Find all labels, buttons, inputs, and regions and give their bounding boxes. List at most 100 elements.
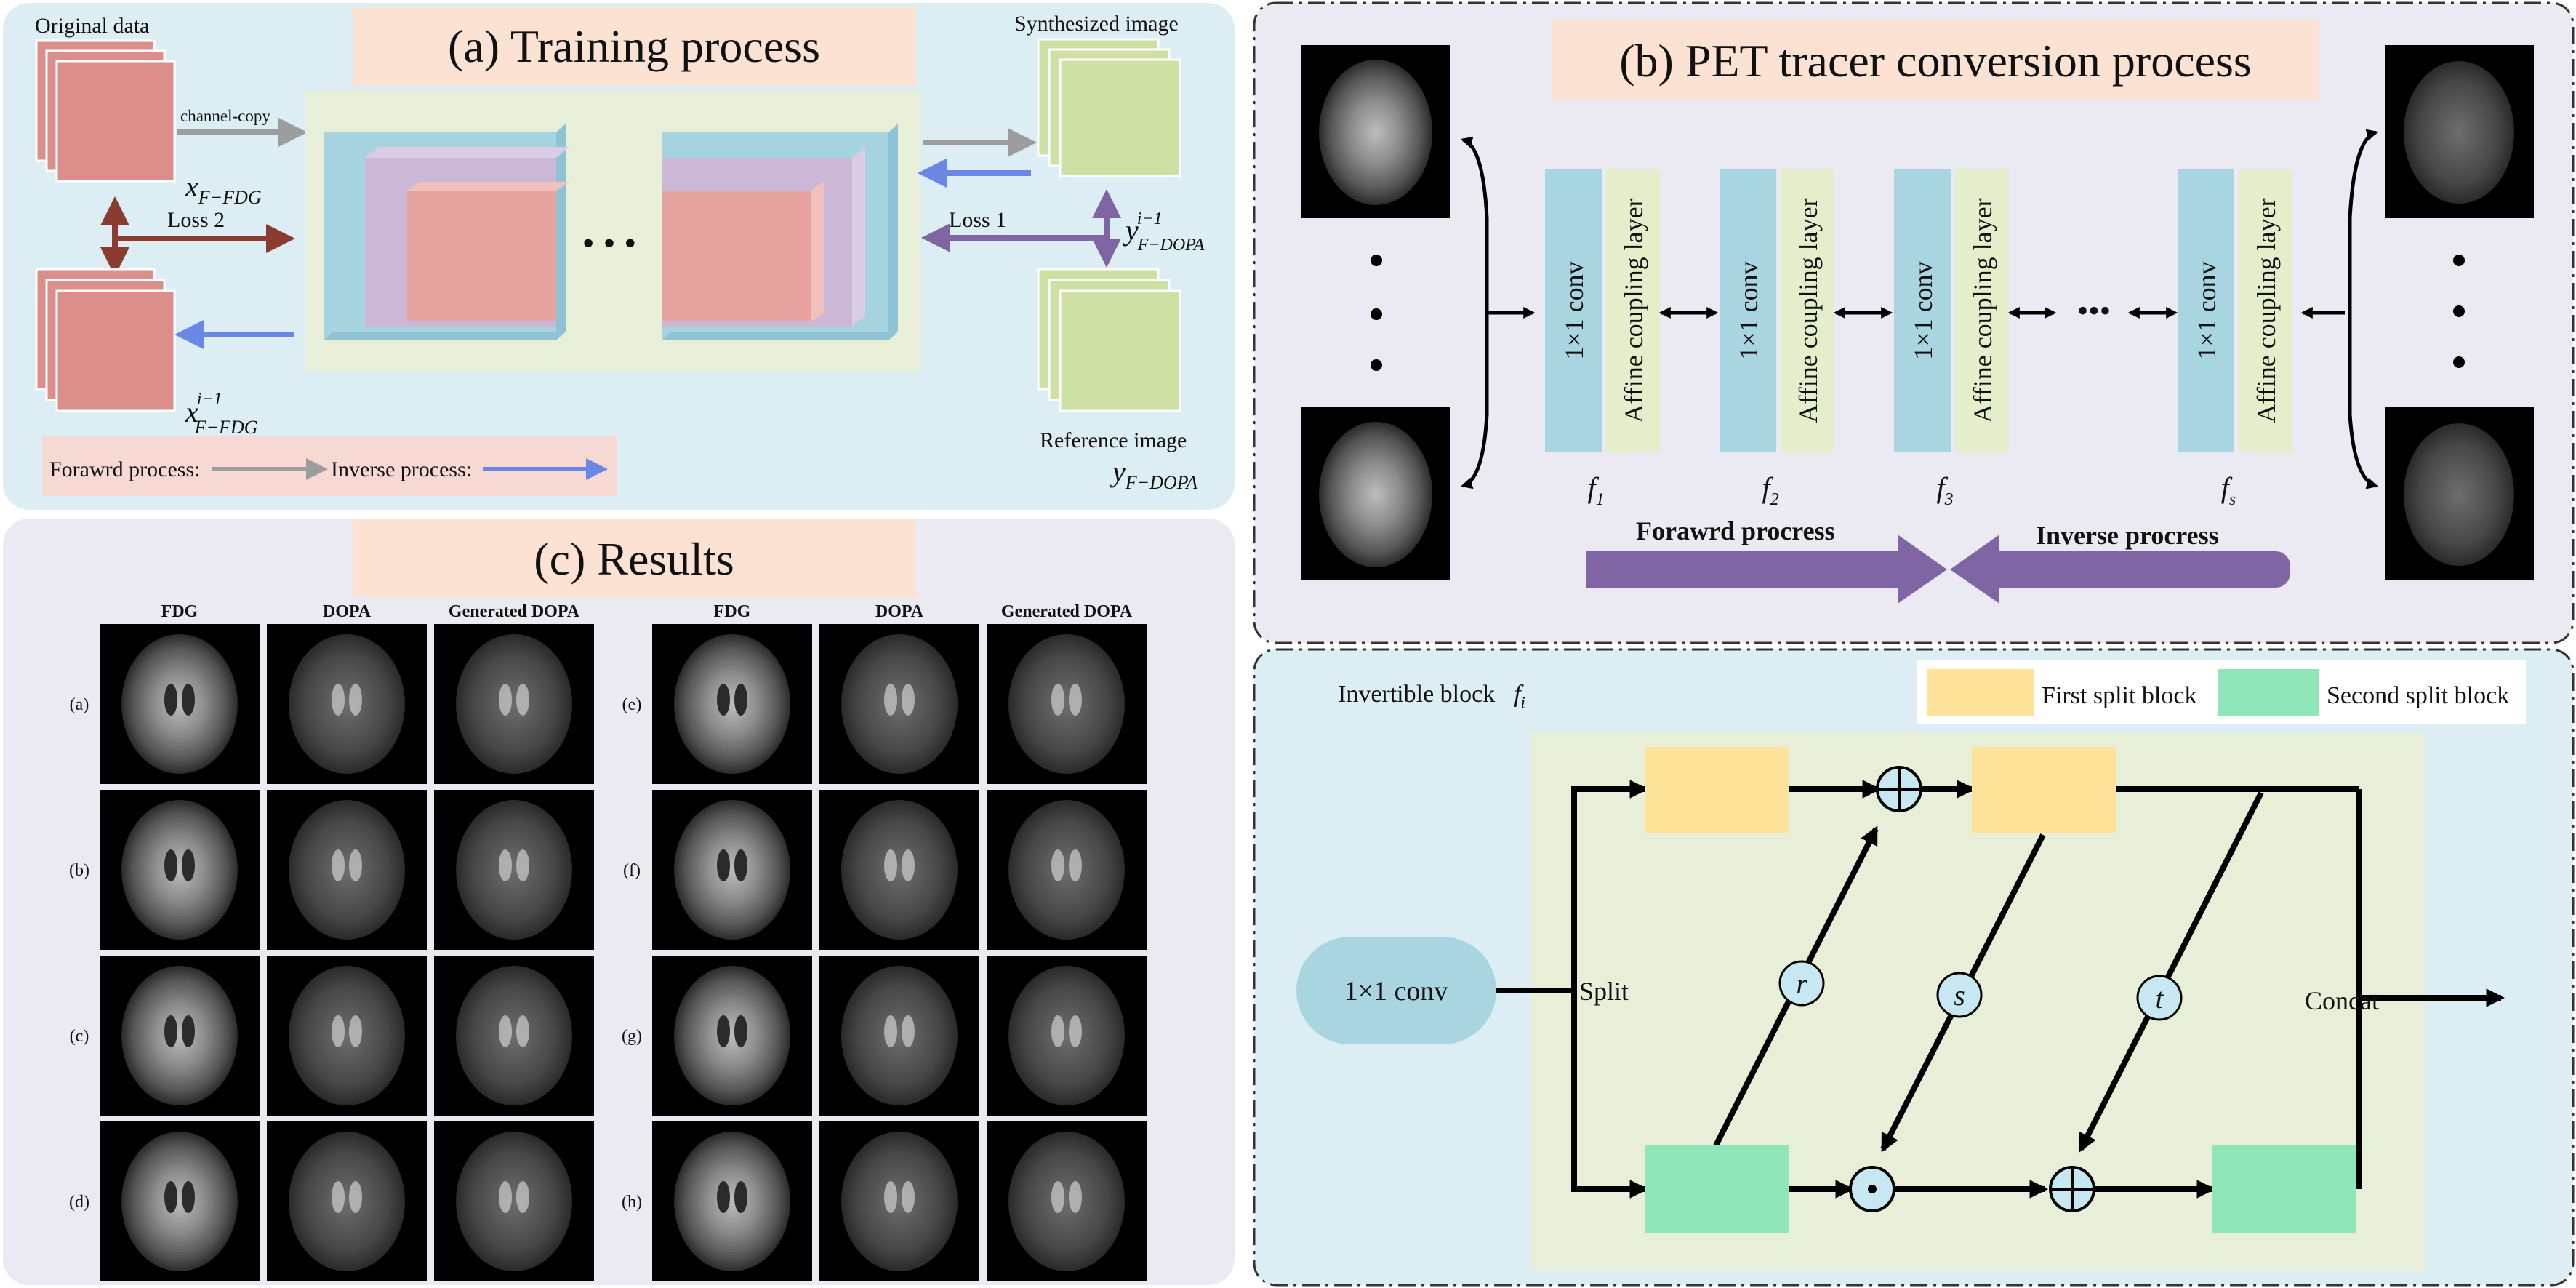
affine-box bbox=[1781, 169, 1834, 452]
results-row-label: (g) bbox=[622, 1027, 642, 1046]
synth-image-stack bbox=[1037, 38, 1181, 177]
fdg-input-bottom bbox=[1301, 407, 1450, 580]
vertical-dots-right bbox=[2453, 255, 2465, 368]
results-column-header: FDG bbox=[161, 602, 198, 621]
panel-a-title-box bbox=[353, 7, 916, 86]
first-split-block-1 bbox=[1645, 747, 1789, 833]
first-split-block-2 bbox=[1972, 747, 2116, 833]
t-node: t bbox=[2136, 975, 2183, 1021]
affine-box bbox=[1606, 169, 1660, 452]
add-op-top bbox=[1876, 766, 1922, 812]
first-split-swatch bbox=[1927, 669, 2034, 716]
conv-box bbox=[1545, 169, 1602, 452]
brain-slice bbox=[100, 956, 260, 1116]
loss2-label: Loss 2 bbox=[167, 208, 225, 232]
brain-slice bbox=[652, 624, 812, 784]
split-label: Split bbox=[1579, 977, 1629, 1006]
panel-a-title: (a) Training process bbox=[448, 20, 820, 72]
original-data-label: Original data bbox=[35, 14, 149, 38]
panel-pet-conversion: (b) PET tracer conversion process 1×1 co… bbox=[1253, 1, 2575, 644]
brain-slice bbox=[987, 624, 1147, 784]
conv-label: 1×1 conv bbox=[1909, 261, 1938, 359]
results-column-header: Generated DOPA bbox=[1001, 602, 1133, 621]
network-dots: • • • bbox=[582, 224, 636, 263]
conv-box bbox=[1720, 169, 1776, 452]
concat-label: Concat bbox=[2305, 986, 2379, 1015]
synth-label: Synthesized image bbox=[1014, 12, 1179, 36]
second-split-swatch bbox=[2218, 669, 2319, 716]
brain-slice bbox=[100, 1121, 260, 1281]
panel-b-title: (b) PET tracer conversion process bbox=[1619, 35, 2252, 87]
brain-slice bbox=[434, 790, 594, 950]
inverse-process-arrow bbox=[1950, 535, 2276, 604]
results-row-label: (c) bbox=[70, 1027, 89, 1046]
add-op-bottom bbox=[2049, 1166, 2095, 1212]
affine-box bbox=[2239, 169, 2292, 452]
loss1-label: Loss 1 bbox=[949, 208, 1006, 232]
conv-box bbox=[1894, 169, 1951, 452]
panel-c-title-box bbox=[353, 519, 916, 597]
affine-label: Affine coupling layer bbox=[1968, 198, 1997, 423]
vertical-dots-left bbox=[1371, 255, 1382, 371]
right-bracket-arrow bbox=[2348, 129, 2379, 489]
channel-copy-label: channel-copy bbox=[180, 107, 270, 125]
results-row-label: (a) bbox=[70, 695, 89, 714]
brain-slice bbox=[987, 1121, 1147, 1281]
results-column-header: DOPA bbox=[875, 602, 924, 621]
brain-slice bbox=[819, 790, 979, 950]
forward-legend-label: Forawrd process: bbox=[49, 457, 200, 481]
conv-box bbox=[2178, 169, 2234, 452]
brain-slice bbox=[987, 790, 1147, 950]
process-legend-box bbox=[42, 436, 617, 496]
brain-slice bbox=[267, 790, 427, 950]
conv-label: 1×1 conv bbox=[1734, 261, 1763, 359]
panel-training-process: (a) Training process Original data chann… bbox=[3, 3, 1235, 510]
brain-slice bbox=[434, 1121, 594, 1281]
conv-label: 1×1 conv bbox=[2192, 261, 2221, 359]
brain-slice bbox=[267, 624, 427, 784]
inverse-process-label: Inverse procress bbox=[2036, 521, 2219, 550]
forward-process-label: Forawrd procress bbox=[1636, 516, 1835, 545]
results-column-header: DOPA bbox=[323, 602, 372, 621]
original-data-stack bbox=[35, 39, 176, 183]
brain-slice bbox=[434, 956, 594, 1116]
results-row-label: (h) bbox=[622, 1193, 642, 1212]
brain-slice bbox=[819, 624, 979, 784]
brain-slice bbox=[819, 1121, 979, 1281]
brain-slice bbox=[267, 1121, 427, 1281]
inverse-legend-label: Inverse process: bbox=[331, 457, 472, 481]
forward-arrow-tail bbox=[1586, 551, 1616, 588]
brain-slice bbox=[987, 956, 1147, 1116]
network-block-right bbox=[662, 124, 898, 340]
results-column-header: Generated DOPA bbox=[449, 602, 580, 621]
layer-ellipsis: ••• bbox=[2077, 293, 2111, 329]
second-split-block-1 bbox=[1645, 1145, 1789, 1233]
results-row-label: (e) bbox=[622, 695, 642, 714]
conv-1x1-pill bbox=[1296, 937, 1496, 1044]
svg-text:s: s bbox=[1954, 979, 1965, 1012]
r-node: r bbox=[1778, 960, 1825, 1007]
left-bracket-arrow bbox=[1460, 136, 1489, 489]
svg-text:r: r bbox=[1796, 967, 1807, 1000]
results-row-label: (b) bbox=[69, 861, 89, 880]
brain-slice bbox=[434, 624, 594, 784]
brain-slice bbox=[100, 790, 260, 950]
s-node: s bbox=[1936, 972, 1983, 1018]
brain-slice bbox=[819, 956, 979, 1116]
results-row-label: (f) bbox=[623, 861, 641, 880]
fdg-input-top bbox=[1301, 45, 1450, 218]
dopa-output-bottom bbox=[2385, 407, 2534, 580]
first-split-legend: First split block bbox=[2042, 682, 2196, 709]
panel-b-title-box bbox=[1552, 20, 2319, 100]
